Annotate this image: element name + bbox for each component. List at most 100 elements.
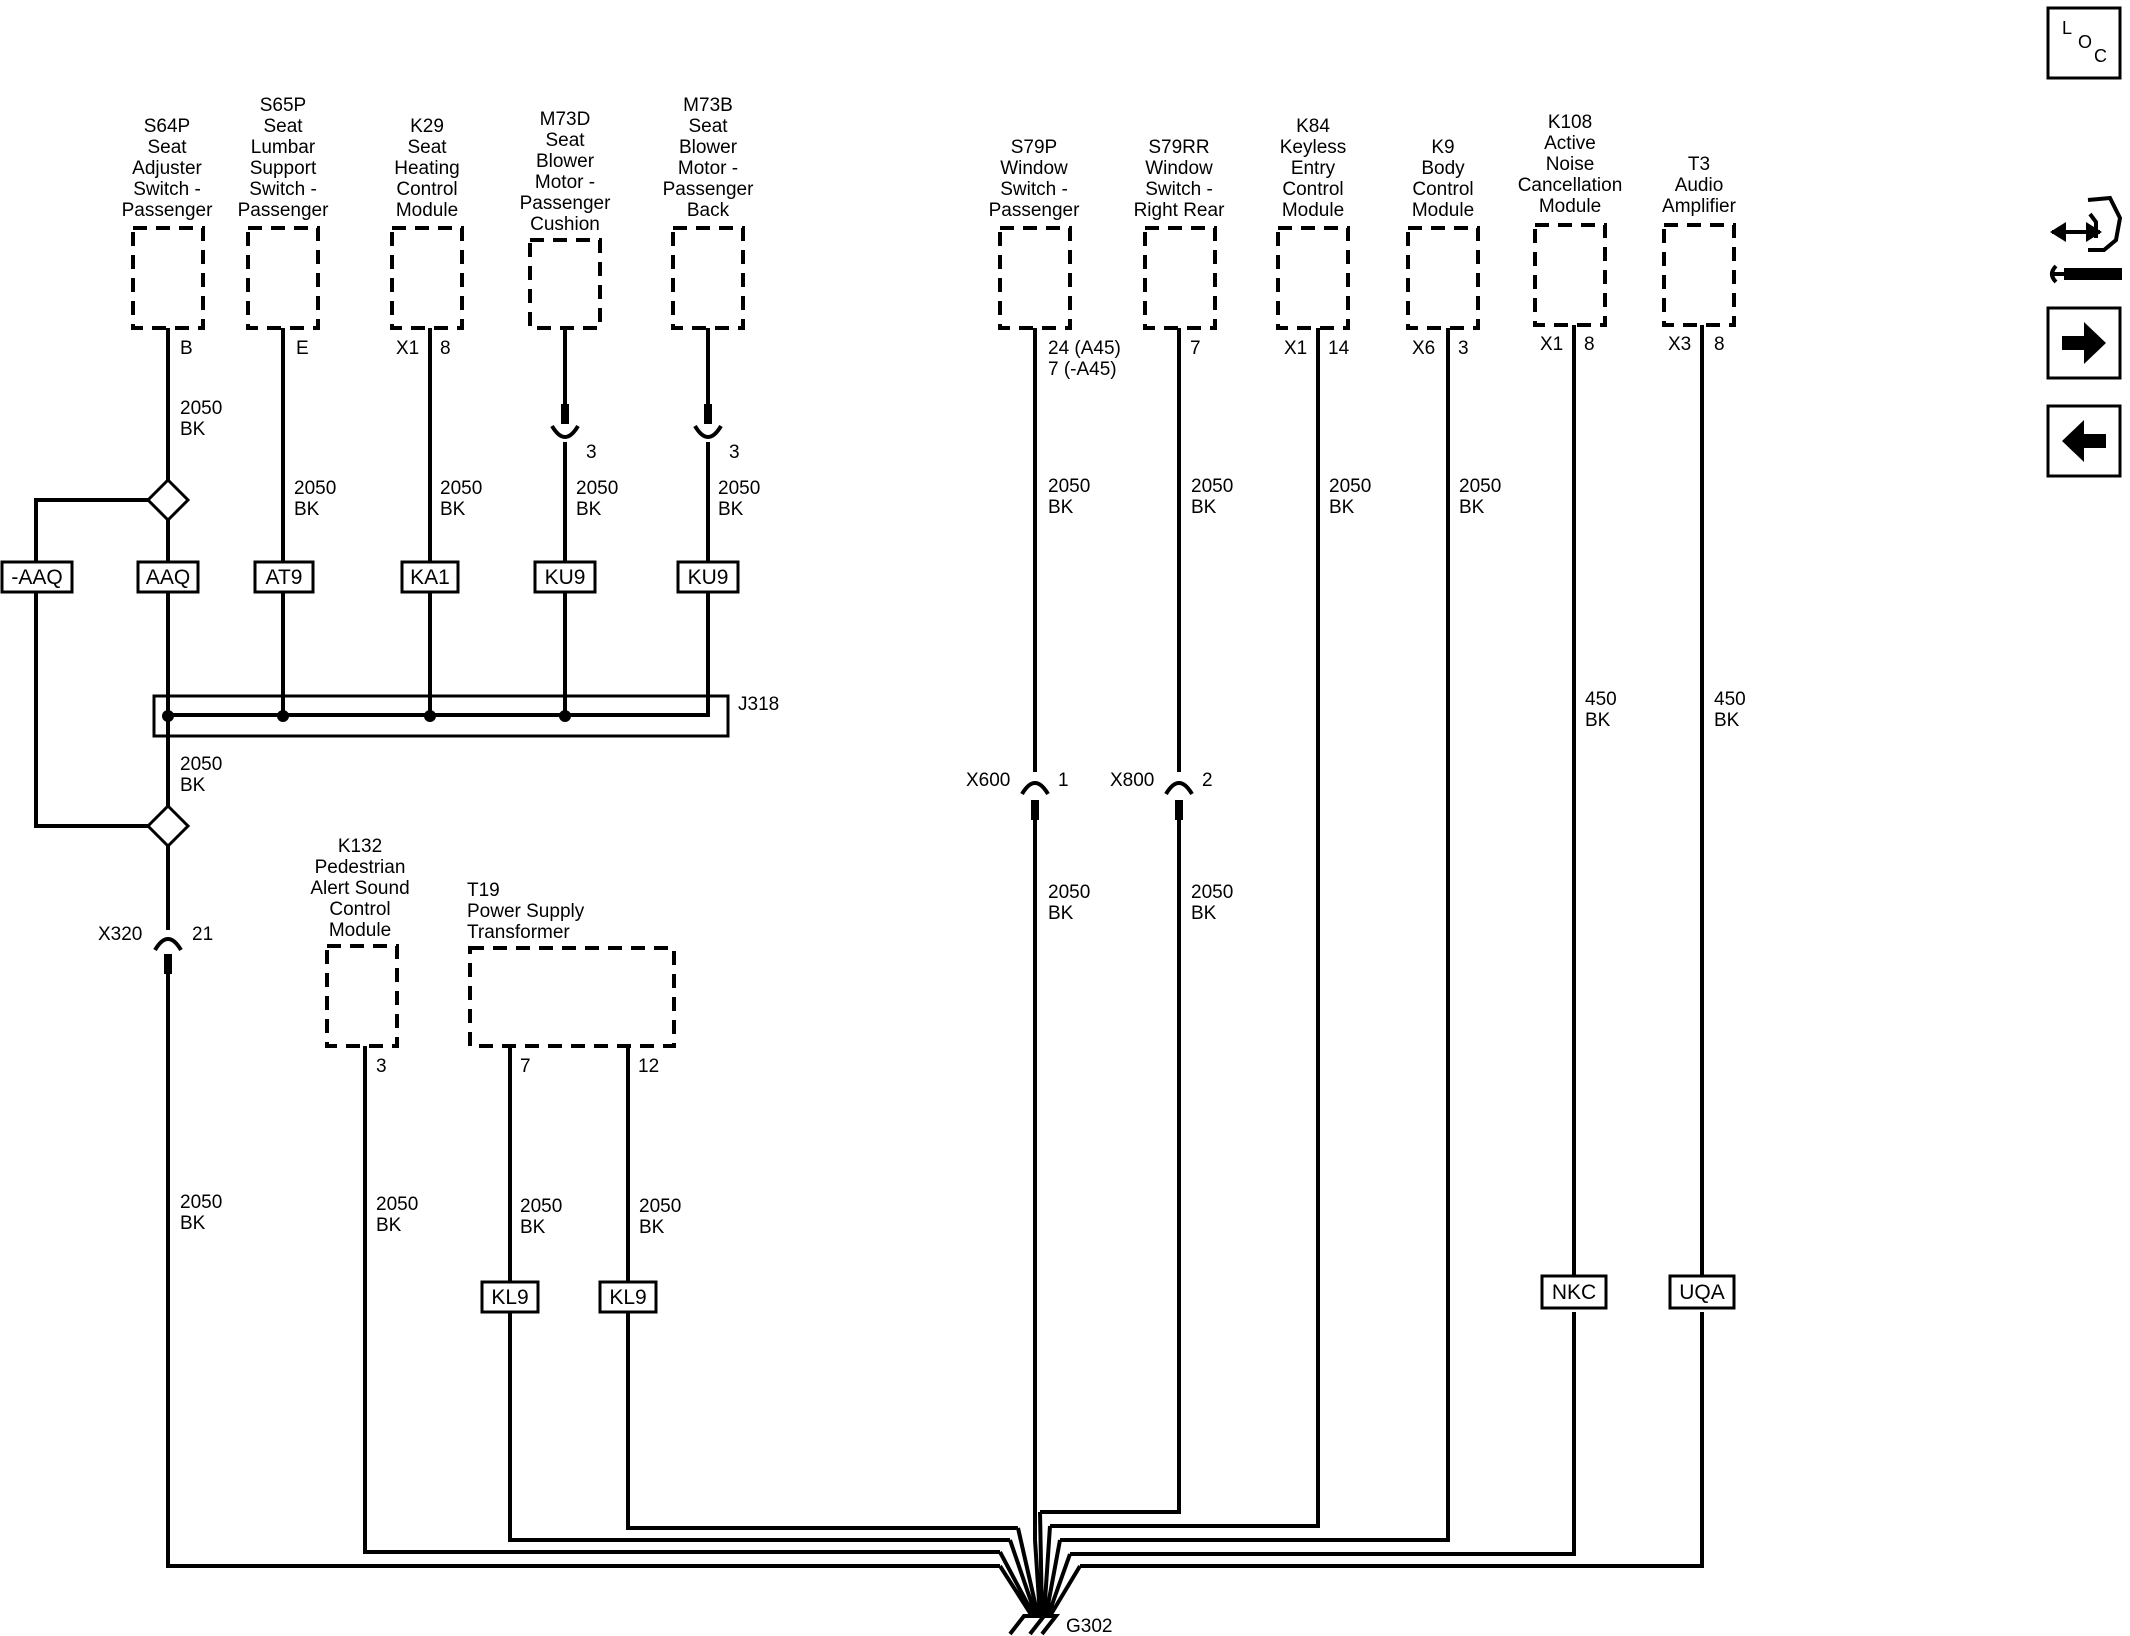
gauge-x600-out-color: BK xyxy=(1048,903,1074,924)
gauge-m73b-num: 2050 xyxy=(718,478,760,499)
ground-fan xyxy=(998,1511,1082,1618)
box-k84 xyxy=(1276,226,1350,330)
label-s64p-5: Passenger xyxy=(122,200,214,221)
wire-k132 xyxy=(363,1046,1000,1554)
label-t3-1: T3 xyxy=(1688,154,1710,175)
label-s64p-1: S64P xyxy=(144,116,190,137)
label-m73b-3: Blower xyxy=(679,137,738,158)
gauge-t19-7-color: BK xyxy=(520,1217,546,1238)
pin-t19-12: 12 xyxy=(638,1056,659,1077)
label-m73d-4: Motor - xyxy=(535,172,595,193)
label-k108-1: K108 xyxy=(1548,112,1592,133)
label-k9-4: Module xyxy=(1412,200,1474,221)
label-s65p-6: Passenger xyxy=(238,200,330,221)
pin-s79p-a45: 24 (A45) xyxy=(1048,338,1121,359)
pin-m73d: 3 xyxy=(586,442,597,463)
gauge-x320-num: 2050 xyxy=(180,1192,222,1213)
label-k108-3: Noise xyxy=(1546,154,1595,175)
option-ku9-m73d: KU9 xyxy=(545,566,586,589)
component-boxes xyxy=(131,223,1736,1048)
connector-x320-pin: 21 xyxy=(192,924,213,945)
box-k29 xyxy=(390,226,464,330)
previous-arrow-icon[interactable] xyxy=(2046,404,2122,478)
component-connector-icon[interactable] xyxy=(2050,195,2123,284)
box-k132 xyxy=(325,944,399,1048)
option-ka1: KA1 xyxy=(410,566,450,589)
label-s64p-3: Adjuster xyxy=(132,158,202,179)
pin-k108-connector: X1 xyxy=(1540,334,1563,355)
label-s79rr-1: S79RR xyxy=(1148,137,1209,158)
ground-g302: G302 xyxy=(1008,1614,1112,1636)
gauge-k132-num: 2050 xyxy=(376,1194,418,1215)
loc-button[interactable]: L O C xyxy=(2046,6,2122,80)
option-ku9-m73b: KU9 xyxy=(688,566,729,589)
wire-x320-out xyxy=(166,958,1000,1568)
label-k9-2: Body xyxy=(1421,158,1465,179)
label-s79rr-2: Window xyxy=(1145,158,1213,179)
option-codes: -AAQ AAQ AT9 KA1 KU9 KU9 KL9 KL9 NKC UQA xyxy=(0,560,1736,1314)
next-arrow-icon[interactable] xyxy=(2046,306,2122,380)
label-t19-3: Transformer xyxy=(467,922,570,943)
gauge-t19-12-color: BK xyxy=(639,1217,665,1238)
wire-s64p-alt xyxy=(34,498,152,562)
label-t19-1: T19 xyxy=(467,880,500,901)
label-k9-3: Control xyxy=(1412,179,1473,200)
box-s79rr xyxy=(1143,226,1217,330)
gauge-s79rr-color: BK xyxy=(1191,497,1217,518)
label-k29-4: Control xyxy=(396,179,457,200)
box-k108 xyxy=(1533,223,1607,327)
option-uqa: UQA xyxy=(1679,1281,1725,1304)
connector-x800-pin: 2 xyxy=(1202,770,1213,791)
gauge-k84-num: 2050 xyxy=(1329,476,1371,497)
option-kl9-t19-12: KL9 xyxy=(609,1286,646,1309)
ground-g302-label: G302 xyxy=(1066,1616,1112,1636)
gauge-x800-out-num: 2050 xyxy=(1191,882,1233,903)
gauge-s65p-num: 2050 xyxy=(294,478,336,499)
box-s64p xyxy=(131,226,205,330)
gauge-k84-color: BK xyxy=(1329,497,1355,518)
connector-x600-pin: 1 xyxy=(1058,770,1069,791)
box-m73d xyxy=(528,238,602,330)
pin-t19-7: 7 xyxy=(520,1056,531,1077)
pin-k9-terminal: 3 xyxy=(1458,338,1469,359)
label-k29-5: Module xyxy=(396,200,458,221)
gauge-m73d-num: 2050 xyxy=(576,478,618,499)
gauge-k132-color: BK xyxy=(376,1215,402,1236)
gauge-m73d-color: BK xyxy=(576,499,602,520)
connector-x800-name: X800 xyxy=(1110,770,1154,791)
connector-x600-name: X600 xyxy=(966,770,1010,791)
gauge-x600-out-num: 2050 xyxy=(1048,882,1090,903)
label-k132-5: Module xyxy=(329,920,391,941)
label-k29-3: Heating xyxy=(394,158,460,179)
option-not-aaq: -AAQ xyxy=(11,566,62,589)
label-m73b-6: Back xyxy=(687,200,730,221)
option-kl9-t19-7: KL9 xyxy=(491,1286,528,1309)
label-s79p-3: Switch - xyxy=(1000,179,1068,200)
gauge-t3-num: 450 xyxy=(1714,689,1746,710)
wire-k108-ground xyxy=(1070,1312,1576,1556)
loc-letter-l: L xyxy=(2062,18,2072,38)
gauge-j318-out-color: BK xyxy=(180,775,206,796)
label-m73d-1: M73D xyxy=(540,109,591,130)
wire-s79rr-ground xyxy=(1040,804,1181,1514)
label-m73b-1: M73B xyxy=(683,95,733,116)
label-m73d-3: Blower xyxy=(536,151,595,172)
gauge-t19-7-num: 2050 xyxy=(520,1196,562,1217)
connector-x320-name: X320 xyxy=(98,924,142,945)
component-labels: S64P Seat Adjuster Switch - Passenger S6… xyxy=(122,95,1737,943)
box-t3 xyxy=(1662,223,1736,327)
label-k108-5: Module xyxy=(1539,196,1601,217)
wire-k9 xyxy=(1060,328,1450,1542)
box-s79p xyxy=(998,226,1072,330)
label-k84-5: Module xyxy=(1282,200,1344,221)
connector-x320 xyxy=(153,937,183,974)
gauge-t3-color: BK xyxy=(1714,710,1740,731)
label-s79p-2: Window xyxy=(1000,158,1068,179)
option-aaq: AAQ xyxy=(146,566,190,589)
gauge-k108-num: 450 xyxy=(1585,689,1617,710)
label-s64p-2: Seat xyxy=(147,137,187,158)
gauge-x320-color: BK xyxy=(180,1213,206,1234)
label-k132-2: Pedestrian xyxy=(315,857,406,878)
splice-diamond-upper xyxy=(145,477,191,523)
